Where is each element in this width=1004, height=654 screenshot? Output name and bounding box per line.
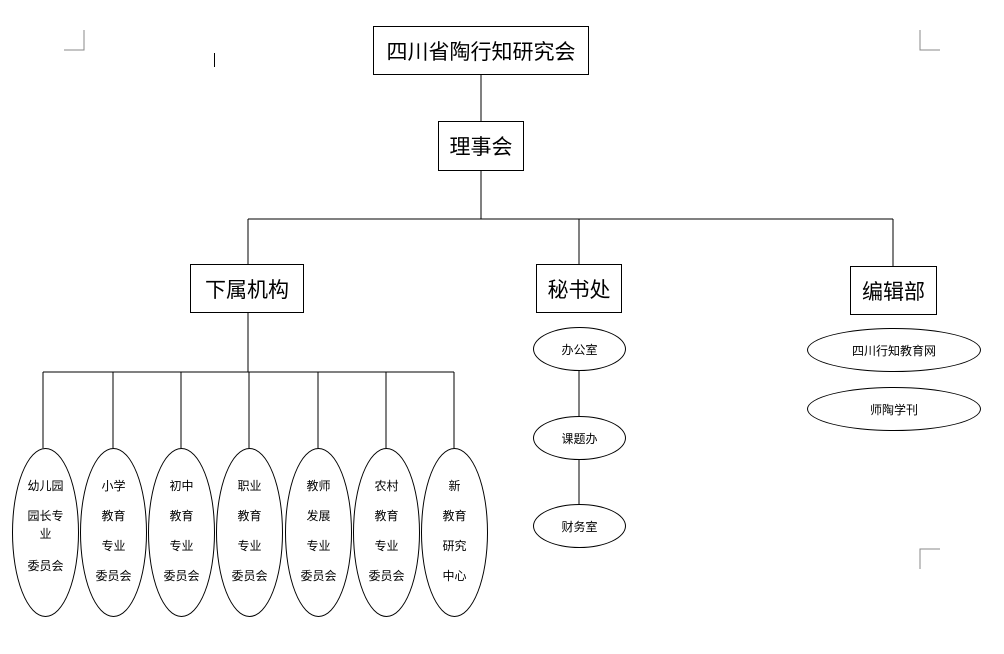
committee-3-line-4: 委员会 — [163, 569, 200, 583]
committee-5-line-3: 专业 — [306, 539, 331, 553]
subordinate-label: 下属机构 — [205, 277, 289, 302]
editorial-node: 编辑部 — [850, 266, 937, 315]
committee-1: 幼儿园 园长专 业 委员会 — [12, 448, 79, 617]
crop-mark-top-left — [64, 30, 85, 51]
committee-7-line-2: 教育 — [442, 509, 467, 523]
committee-4: 职业 教育 专业 委员会 — [216, 448, 283, 617]
crop-mark-top-right — [919, 30, 940, 51]
office-unit: 办公室 — [533, 327, 626, 371]
journal-unit: 师陶学刊 — [807, 387, 981, 431]
committee-1-line-4: 委员会 — [27, 559, 64, 573]
committee-2-line-1: 小学 — [101, 479, 126, 493]
topic-label: 课题办 — [561, 431, 598, 446]
office-label: 办公室 — [561, 342, 598, 357]
committee-6: 农村 教育 专业 委员会 — [353, 448, 420, 617]
secretariat-node: 秘书处 — [536, 264, 622, 313]
topic-unit: 课题办 — [533, 416, 626, 460]
committee-5-line-1: 教师 — [306, 479, 331, 493]
committee-5: 教师 发展 专业 委员会 — [285, 448, 352, 617]
committee-3-line-2: 教育 — [169, 509, 194, 523]
committee-1-line-3: 业 — [39, 527, 52, 541]
committee-1-line-1: 幼儿园 — [27, 479, 64, 493]
committee-2-line-4: 委员会 — [95, 569, 132, 583]
committee-4-line-1: 职业 — [237, 479, 262, 493]
editorial-label: 编辑部 — [862, 279, 925, 304]
crop-marks — [64, 30, 940, 569]
committee-6-line-2: 教育 — [374, 509, 399, 523]
secretariat-label: 秘书处 — [547, 277, 611, 302]
committee-7-line-4: 中心 — [442, 569, 467, 583]
committee-3: 初中 教育 专业 委员会 — [148, 448, 215, 617]
committee-1-line-2: 园长专 — [27, 509, 64, 523]
edu-network-label: 四川行知教育网 — [851, 343, 936, 358]
committee-3-line-3: 专业 — [169, 539, 194, 553]
committee-6-line-4: 委员会 — [368, 569, 405, 583]
crop-mark-bottom-right — [919, 548, 940, 569]
committee-7: 新 教育 研究 中心 — [421, 448, 488, 617]
committee-5-line-4: 委员会 — [300, 569, 337, 583]
edu-network-unit: 四川行知教育网 — [807, 328, 981, 372]
committee-6-line-1: 农村 — [374, 479, 399, 493]
committee-2-line-3: 专业 — [101, 539, 126, 553]
committee-5-line-2: 发展 — [306, 509, 331, 523]
root-node: 四川省陶行知研究会 — [373, 26, 589, 75]
subordinate-node: 下属机构 — [190, 264, 304, 313]
council-node: 理事会 — [438, 121, 524, 171]
committee-4-line-2: 教育 — [237, 509, 262, 523]
committee-7-line-3: 研究 — [442, 539, 467, 553]
committee-7-line-1: 新 — [448, 479, 461, 493]
finance-label: 财务室 — [561, 519, 598, 534]
committee-4-line-3: 专业 — [237, 539, 262, 553]
committee-6-line-3: 专业 — [374, 539, 399, 553]
council-label: 理事会 — [449, 135, 513, 159]
finance-unit: 财务室 — [533, 504, 626, 548]
committee-4-line-4: 委员会 — [231, 569, 268, 583]
text-cursor — [214, 53, 215, 67]
root-label: 四川省陶行知研究会 — [386, 39, 576, 64]
committee-2-line-2: 教育 — [101, 509, 126, 523]
committee-2: 小学 教育 专业 委员会 — [80, 448, 147, 617]
journal-label: 师陶学刊 — [869, 402, 918, 417]
committee-3-line-1: 初中 — [169, 479, 194, 493]
